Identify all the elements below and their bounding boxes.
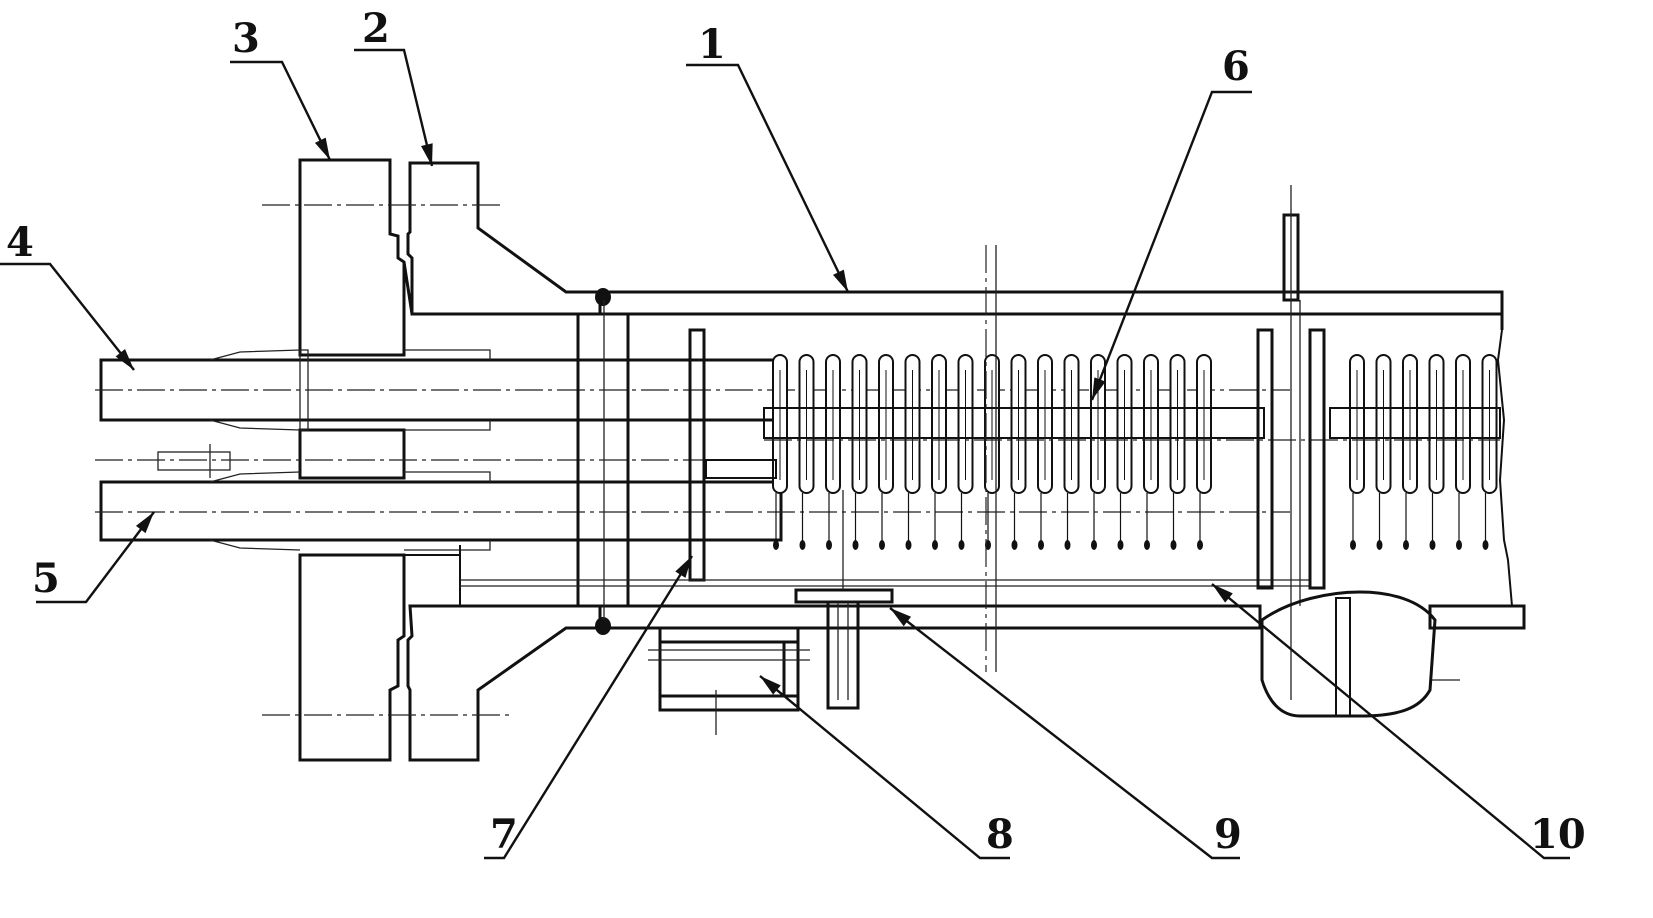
coil-turn (984, 354, 1000, 550)
coil-turn (825, 354, 841, 550)
sensor-plug-part-9 (794, 490, 894, 710)
callout-label-5: 5 (32, 555, 60, 602)
leader-lines (0, 48, 1570, 860)
coil-turn (1037, 354, 1053, 550)
coil-turn (1196, 354, 1212, 550)
conductor-bar-part-4 (95, 349, 1290, 431)
outer-clamp (1260, 590, 1460, 718)
junction-box-part-8 (648, 626, 810, 735)
leader-3 (230, 60, 332, 161)
coil-turn (878, 354, 894, 550)
coil-turn (772, 354, 788, 550)
partition-plate (1256, 185, 1326, 700)
callout-label-4: 4 (6, 219, 34, 266)
callout-label-1: 1 (698, 21, 726, 68)
coil-turn (904, 354, 921, 550)
coil2-turn (1375, 354, 1392, 550)
leader-4 (0, 262, 135, 371)
heating-coil-part-6 (772, 354, 1212, 550)
weld-beads (595, 288, 611, 635)
leader-6 (1090, 90, 1252, 401)
callout-label-9: 9 (1214, 811, 1242, 858)
callout-label-7: 7 (490, 811, 518, 858)
conductor-bar-part-5 (95, 444, 1290, 551)
callout-label-3: 3 (232, 15, 260, 62)
coil-turn (1143, 354, 1159, 550)
leader-9 (889, 607, 1240, 860)
coil2-turn (1402, 354, 1418, 550)
callout-labels: 1 2 3 4 5 6 7 8 9 10 (6, 5, 1586, 858)
coil-turn (798, 354, 815, 550)
coil2-turn (1349, 354, 1365, 550)
coil-turn (1063, 354, 1080, 550)
coil-inner-tube (705, 407, 1501, 479)
leader-2 (354, 48, 434, 167)
leader-1 (686, 63, 850, 293)
coil-turn (851, 354, 868, 550)
callout-label-2: 2 (362, 5, 390, 52)
heating-coil-segment-right (1349, 354, 1498, 550)
coil-turn (1169, 354, 1186, 550)
flange-plate-part-3 (298, 158, 406, 762)
leader-8 (759, 675, 1010, 860)
coil2-turn (1428, 354, 1445, 550)
support-plate (404, 300, 1310, 620)
coil2-turn (1455, 354, 1471, 550)
coil-turn (931, 354, 947, 550)
callout-label-8: 8 (986, 811, 1014, 858)
coil-turn (1010, 354, 1027, 550)
flange-cone-part-2 (402, 161, 602, 762)
leader-10 (1211, 583, 1570, 860)
leader-5 (36, 511, 155, 604)
coil2-turn (1481, 354, 1498, 550)
callout-label-10: 10 (1530, 811, 1586, 858)
coil-turn (1116, 354, 1133, 550)
coil-turn (957, 354, 974, 550)
leader-7 (484, 555, 694, 860)
callout-label-6: 6 (1222, 43, 1250, 90)
